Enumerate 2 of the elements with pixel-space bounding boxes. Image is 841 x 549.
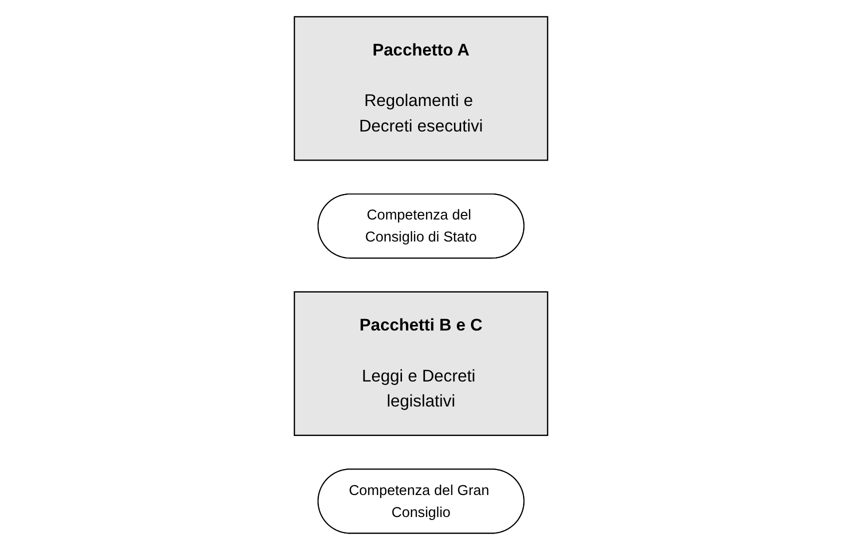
node-box: Pacchetti B e C Leggi e Decreti legislativi xyxy=(293,290,548,436)
node-box: Pacchetto A Regolamenti e Decreti esecutivi xyxy=(293,16,548,160)
